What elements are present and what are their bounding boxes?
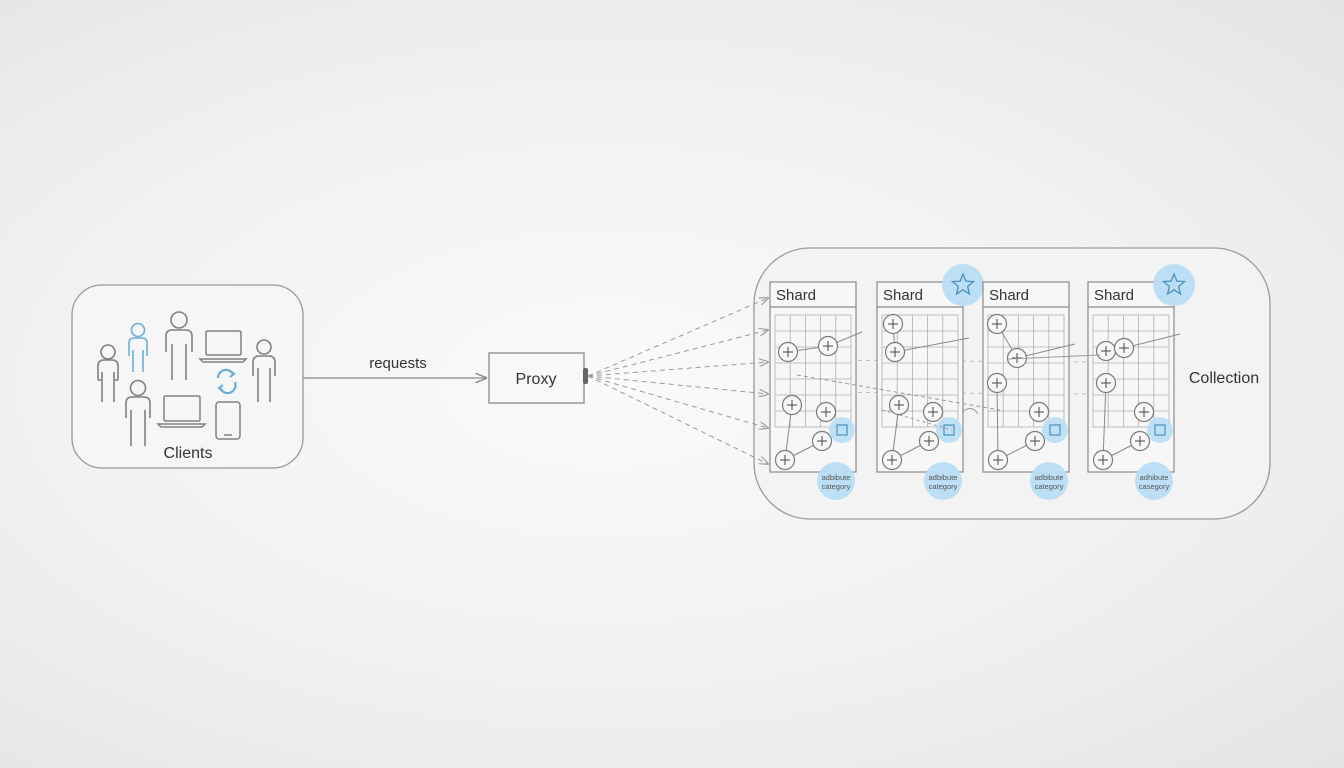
proxy-port (583, 368, 588, 384)
clients-label: Clients (164, 445, 213, 462)
shard-title: Shard (883, 287, 923, 304)
tag-line-2: category (929, 482, 958, 491)
fanout-edge (587, 375, 768, 394)
fanout-edge (587, 375, 768, 464)
tag-line-2: category (822, 482, 851, 491)
plus-node-icon (777, 341, 799, 363)
tag-line-2: category (1035, 482, 1064, 491)
plus-node-icon (918, 430, 940, 452)
laptop-icon (198, 330, 248, 363)
person-icon-highlighted (128, 322, 148, 372)
shards-group: ShardadbibutecategoryShardadbibutecatego… (769, 264, 1195, 500)
plus-node-icon (774, 449, 796, 471)
plus-node-icon (888, 394, 910, 416)
fanout-edge (587, 362, 768, 377)
square-badge-icon (1042, 417, 1068, 443)
plus-node-icon (986, 313, 1008, 335)
plus-node-icon (881, 449, 903, 471)
shard-title: Shard (1094, 287, 1134, 304)
tag-line-1: adhibute (1140, 473, 1169, 482)
sync-icon (216, 368, 237, 395)
clients-group: Clients (71, 284, 304, 469)
plus-node-icon (781, 394, 803, 416)
star-badge-icon (1153, 264, 1195, 306)
tag-line-2: casegory (1139, 482, 1170, 491)
person-icon (165, 311, 193, 380)
requests-edge: requests (303, 355, 486, 378)
square-badge-icon (936, 417, 962, 443)
plus-node-icon (1129, 430, 1151, 452)
plus-node-icon (1113, 337, 1135, 359)
shard-grid (1092, 314, 1170, 428)
plus-node-icon (815, 401, 837, 423)
square-badge-icon (829, 417, 855, 443)
tablet-icon (215, 401, 241, 440)
plus-node-icon (922, 401, 944, 423)
tag-line-1: adbibute (822, 473, 851, 482)
requests-label: requests (369, 355, 427, 372)
plus-node-icon (1095, 372, 1117, 394)
fanout-edge (587, 298, 768, 377)
person-icon (125, 379, 151, 446)
proxy-label: Proxy (516, 371, 557, 388)
plus-node-icon (1095, 340, 1117, 362)
star-badge-icon (942, 264, 984, 306)
plus-node-icon (817, 335, 839, 357)
person-icon (252, 339, 276, 402)
plus-node-icon (1092, 449, 1114, 471)
person-icon (97, 344, 119, 402)
plus-node-icon (986, 372, 1008, 394)
tag-line-1: adbibute (1035, 473, 1064, 482)
tag-line-1: adbibute (929, 473, 958, 482)
square-badge-icon (1147, 417, 1173, 443)
plus-node-icon (811, 430, 833, 452)
fanout-edge (587, 330, 768, 377)
plus-node-icon (1024, 430, 1046, 452)
plus-node-icon (1028, 401, 1050, 423)
plus-node-icon (987, 449, 1009, 471)
plus-node-icon (1133, 401, 1155, 423)
laptop-icon (156, 395, 207, 428)
proxy-node: Proxy (488, 352, 588, 404)
fanout-edge (587, 375, 768, 428)
shard-title: Shard (989, 287, 1029, 304)
collection-label: Collection (1189, 370, 1259, 387)
cross-shard-links (796, 354, 1101, 431)
clients-box (71, 284, 304, 469)
plus-node-icon (884, 341, 906, 363)
plus-node-icon (882, 313, 904, 335)
shard-title: Shard (776, 287, 816, 304)
proxy-box (488, 352, 585, 404)
